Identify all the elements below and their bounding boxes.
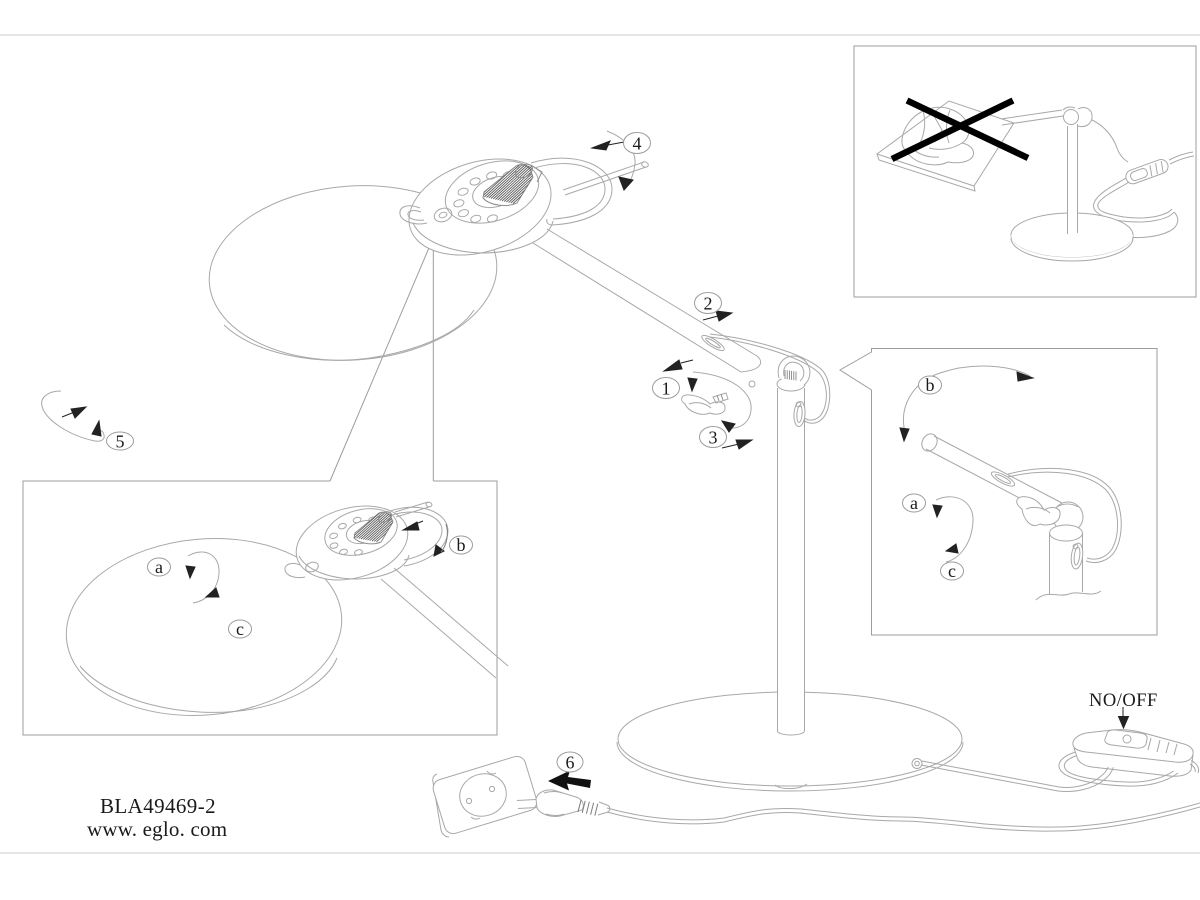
svg-text:b: b (926, 375, 935, 395)
svg-text:5: 5 (116, 432, 125, 452)
svg-text:a: a (910, 493, 918, 513)
svg-text:2: 2 (704, 294, 713, 314)
svg-text:BLA49469-2: BLA49469-2 (100, 794, 216, 818)
svg-text:a: a (155, 557, 163, 577)
svg-text:6: 6 (566, 753, 575, 773)
svg-text:NO/OFF: NO/OFF (1089, 691, 1158, 711)
svg-text:4: 4 (633, 134, 642, 154)
svg-text:1: 1 (662, 379, 671, 399)
svg-text:c: c (948, 561, 956, 581)
svg-text:b: b (457, 535, 466, 555)
svg-text:www. eglo. com: www. eglo. com (87, 817, 227, 841)
svg-text:c: c (236, 619, 244, 639)
svg-text:3: 3 (709, 428, 718, 448)
